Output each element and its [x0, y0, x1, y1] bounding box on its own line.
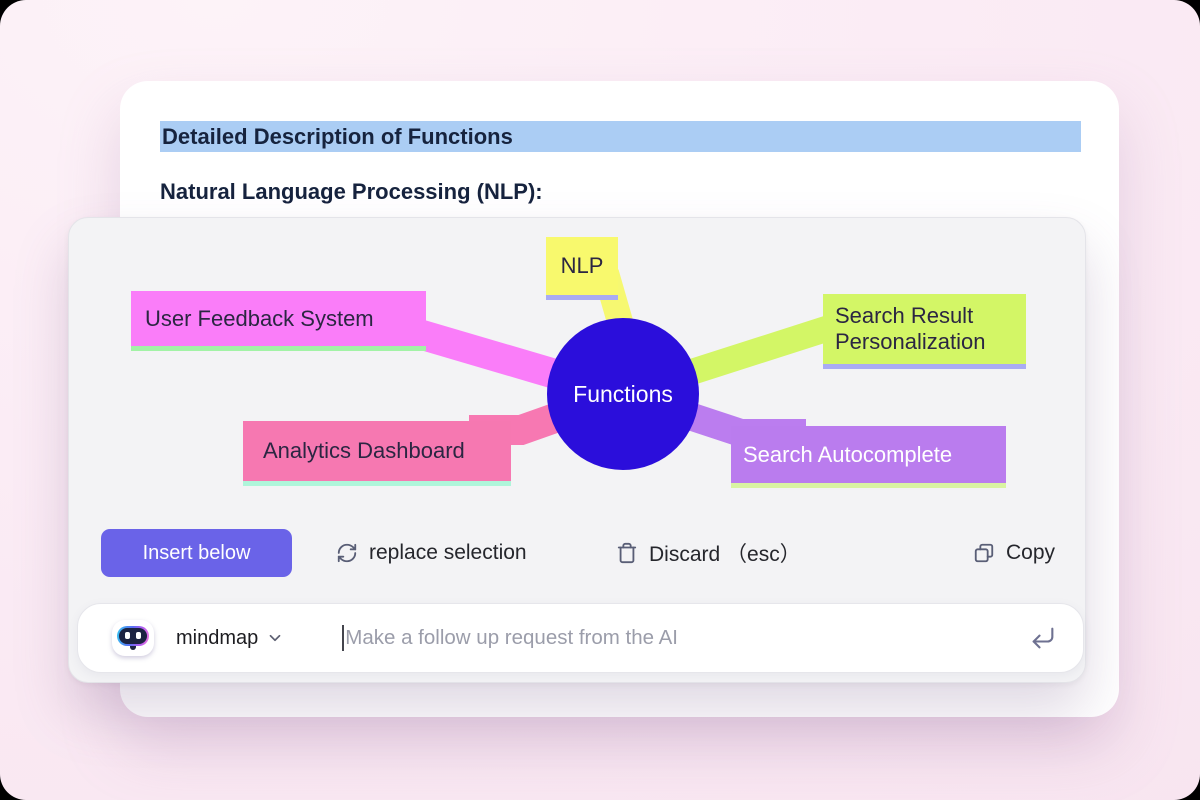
mindmap-canvas: NLP User Feedback System Analytics Dashb… — [69, 218, 1087, 518]
copy-label: Copy — [1005, 541, 1055, 564]
mindmap-node-search-autocomplete[interactable]: Search Autocomplete — [731, 426, 1006, 488]
mode-selector[interactable]: mindmap — [176, 627, 284, 650]
copy-icon — [974, 543, 994, 563]
discard-button[interactable]: Discard （esc） — [616, 529, 801, 577]
mindmap-node-search-result-personalization[interactable]: Search Result Personalization — [823, 294, 1026, 369]
document-heading: Detailed Description of Functions — [162, 123, 513, 149]
discard-label: Discard （esc） — [649, 543, 801, 566]
insert-below-button[interactable]: Insert below — [101, 529, 292, 577]
node-label: Analytics Dashboard — [263, 438, 465, 464]
mindmap-center-node[interactable]: Functions — [547, 318, 699, 470]
replace-selection-label: replace selection — [369, 541, 527, 564]
mindmap-node-nlp[interactable]: NLP — [546, 237, 618, 300]
node-label: Search Autocomplete — [743, 441, 953, 467]
robot-face-icon — [112, 620, 154, 656]
prompt-bar: mindmap — [77, 603, 1084, 673]
node-label: User Feedback System — [145, 305, 374, 331]
refresh-icon — [337, 543, 357, 563]
node-label: NLP — [560, 253, 604, 279]
chevron-down-icon — [269, 634, 281, 642]
robot-screen — [117, 626, 149, 646]
document-subheading: Natural Language Processing (NLP): — [160, 179, 543, 204]
mode-label: mindmap — [176, 626, 259, 649]
followup-input[interactable] — [344, 626, 1029, 650]
mindmap-node-user-feedback-system[interactable]: User Feedback System — [131, 291, 426, 351]
center-node-label: Functions — [573, 380, 673, 407]
highlighted-heading: Detailed Description of Functions — [160, 121, 1081, 152]
node-label: Search Result Personalization — [835, 303, 986, 354]
copy-button[interactable]: Copy — [973, 529, 1055, 577]
trash-icon — [617, 542, 637, 564]
text-caret — [342, 625, 345, 651]
ai-assistant-panel: NLP User Feedback System Analytics Dashb… — [68, 217, 1086, 683]
mindmap-node-analytics-dashboard[interactable]: Analytics Dashboard — [243, 421, 511, 486]
replace-selection-button[interactable]: replace selection — [336, 529, 527, 577]
enter-return-icon[interactable] — [1029, 624, 1057, 652]
